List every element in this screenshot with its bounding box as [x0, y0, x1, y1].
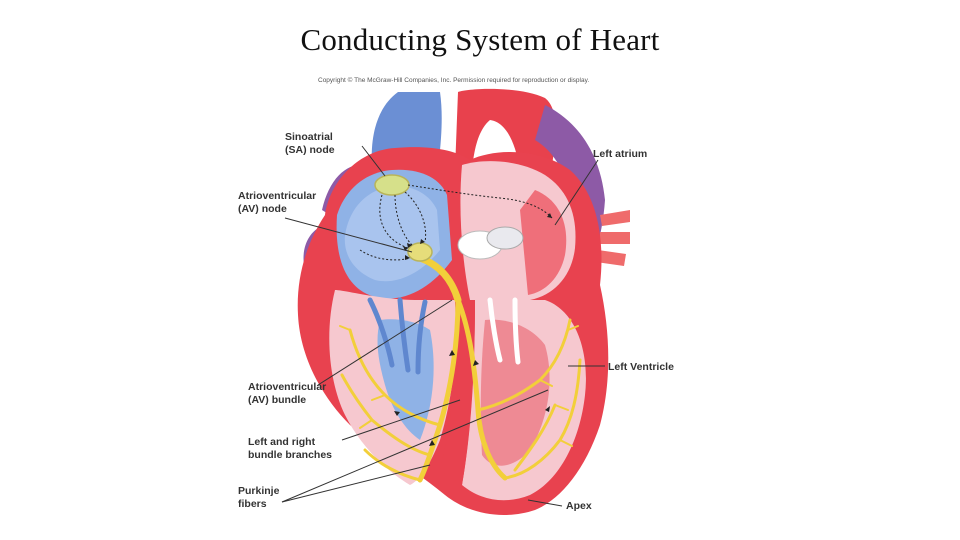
bundle-branches-label: Left and right bundle branches: [248, 436, 333, 461]
septum: [440, 300, 475, 485]
purkinje-fine-branches: [339, 325, 579, 447]
pulmonary-valve: [486, 226, 524, 250]
av-node-label: Atrioventricular (AV) node: [238, 190, 317, 215]
sa-node: [374, 174, 410, 196]
sa-node-label: Sinoatrial (SA) node: [285, 131, 335, 156]
arrowheads: [403, 213, 552, 260]
copyright-notice: Copyright © The McGraw-Hill Companies, I…: [318, 77, 590, 84]
left-ventricle-label: Left Ventricle: [608, 361, 674, 373]
branch-arrows: [394, 350, 550, 446]
aorta-arch: [455, 88, 556, 170]
purkinje-label: Purkinje fibers: [238, 485, 280, 510]
av-bundle-label: Atrioventricular (AV) bundle: [248, 381, 327, 406]
pulmonary-veins: [596, 210, 630, 266]
leader-lines: [281, 145, 605, 507]
apex-label: Apex: [566, 500, 592, 512]
tricuspid-valve: [367, 297, 428, 375]
av-node: [407, 242, 433, 262]
impulse-arrows: [359, 184, 553, 261]
left-atrium-label: Left atrium: [593, 148, 648, 160]
slide-title: Conducting System of Heart: [300, 22, 660, 57]
mitral-valve: [487, 297, 521, 365]
